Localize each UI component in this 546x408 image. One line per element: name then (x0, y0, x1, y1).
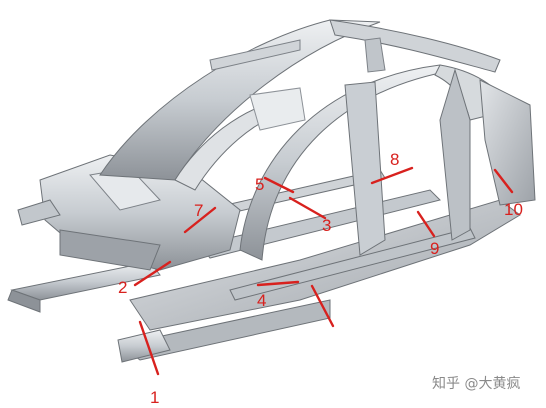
callout-line-7 (183, 206, 217, 234)
callout-label-2: 2 (118, 278, 127, 297)
callout-line-8 (370, 166, 414, 185)
callout-line-4 (256, 280, 300, 287)
callout-labels: 1 2 3 4 5 7 8 9 10 (118, 150, 523, 407)
callout-label-4: 4 (257, 291, 266, 310)
callout-label-10: 10 (504, 200, 523, 219)
callout-label-9: 9 (430, 239, 439, 258)
callout-line-1 (138, 320, 160, 376)
callout-label-1: 1 (150, 388, 159, 407)
roof-and-pillars (99, 19, 536, 261)
callout-lines (133, 166, 514, 376)
callout-label-8: 8 (390, 150, 399, 169)
callout-line-10 (493, 168, 514, 194)
callout-line-9 (416, 210, 436, 238)
callout-line-3 (288, 196, 327, 220)
callout-label-5: 5 (255, 175, 264, 194)
watermark: 知乎 @大黄疯 (432, 375, 520, 392)
callout-line-2 (133, 260, 172, 287)
callout-line-4b (310, 284, 335, 328)
callout-label-3: 3 (322, 216, 331, 235)
callout-label-7: 7 (194, 201, 203, 220)
callout-line-5 (263, 176, 295, 194)
